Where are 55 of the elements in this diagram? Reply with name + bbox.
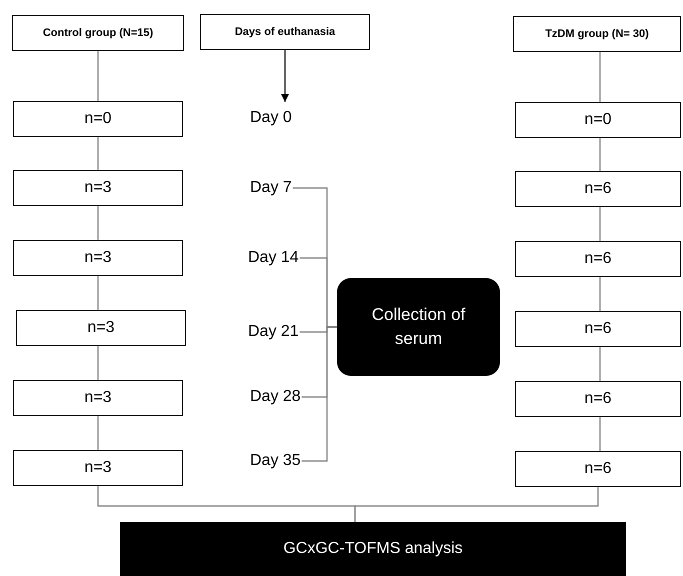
box-text: n=6: [584, 390, 612, 408]
process-box: [13, 450, 183, 486]
connector-line: [97, 206, 99, 240]
box-text: n=6: [584, 250, 612, 268]
process-box: [13, 380, 183, 416]
connector-line: [354, 487, 599, 522]
process-box: [16, 310, 186, 346]
connector-line: [599, 207, 601, 241]
connector-line: [599, 52, 601, 102]
day-label: Day 21: [248, 317, 310, 347]
connector-line: [97, 346, 99, 380]
box-text: n=3: [84, 179, 112, 197]
process-box: [515, 171, 681, 207]
box-text: n=0: [584, 111, 612, 129]
arrow: [281, 50, 289, 102]
process-box: [200, 14, 370, 50]
box-text: n=3: [87, 319, 115, 337]
process-box: [515, 381, 681, 417]
box-text: n=6: [584, 460, 612, 478]
connector-line: [97, 416, 99, 450]
box-text: n=3: [84, 249, 112, 267]
box-text: Collection of serum: [370, 304, 466, 350]
connector-line: [302, 326, 337, 462]
day-label: Day 0: [250, 103, 310, 133]
connector-line: [97, 276, 99, 310]
box-text: n=0: [84, 110, 112, 128]
box-text: n=3: [84, 459, 112, 477]
connector-line: [97, 51, 99, 101]
process-box: [515, 311, 681, 347]
day-label: Day 14: [248, 243, 310, 273]
connector-line: [599, 277, 601, 311]
process-box: [13, 101, 183, 137]
group-heading: Days of euthanasia: [234, 26, 336, 38]
group-heading: Control group (N=15): [42, 27, 154, 39]
connector-line: [599, 347, 601, 381]
box-text: GCxGC-TOFMS analysis: [283, 540, 463, 558]
connector-line: [97, 137, 99, 170]
process-box: [515, 451, 681, 487]
day-label: Day 28: [250, 382, 312, 412]
process-box: [13, 170, 183, 206]
connector-line: [599, 417, 601, 451]
process-box: [515, 102, 681, 138]
box-text: n=3: [84, 389, 112, 407]
process-box: [12, 15, 184, 51]
process-box: [515, 241, 681, 277]
process-box: [513, 16, 681, 52]
collection-box: [337, 278, 500, 376]
analysis-box: [120, 522, 626, 576]
box-text: n=6: [584, 180, 612, 198]
process-box: [13, 240, 183, 276]
box-text: n=6: [584, 320, 612, 338]
day-label: Day 7: [250, 173, 310, 203]
group-heading: TzDM group (N= 30): [545, 28, 649, 40]
day-label: Day 35: [250, 446, 316, 476]
connector-line: [599, 138, 601, 171]
